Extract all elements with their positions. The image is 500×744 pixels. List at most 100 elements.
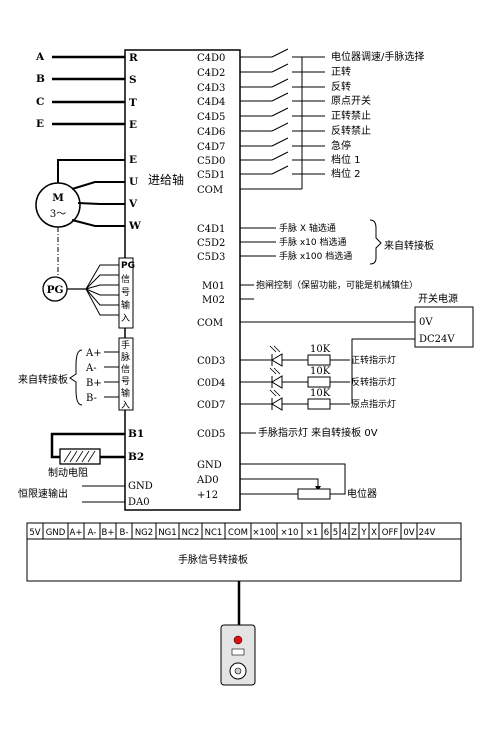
terminal-e1: E bbox=[129, 119, 137, 131]
bottom-terminal-label: NG1 bbox=[158, 528, 176, 538]
terminal-b1: B1 bbox=[128, 428, 144, 440]
desc-c5d2: 手脉 x10 档选通 bbox=[279, 236, 347, 248]
hw-pin-bminus: B- bbox=[86, 393, 97, 404]
desc-c4d2: 正转 bbox=[331, 65, 351, 78]
desc-c4d6: 反转禁止 bbox=[331, 124, 371, 137]
motor-label-m: M bbox=[52, 192, 64, 204]
pin-c0d7: C0D7 bbox=[197, 400, 225, 411]
bottom-terminal-label: A- bbox=[88, 528, 97, 538]
bottom-terminal-label: B+ bbox=[102, 528, 115, 538]
handwheel-input: 手 脉 信 号 输 入 A+ A- B+ B- 来自转接板 bbox=[18, 337, 134, 411]
power-inputs: A B C E bbox=[35, 51, 125, 130]
pin-gnd-right: GND bbox=[197, 460, 222, 471]
power-input-e: E bbox=[36, 118, 44, 130]
brake-resistor-group: B1 B2 制动电阻 bbox=[48, 428, 144, 479]
drive-title: 进给轴 bbox=[148, 172, 184, 187]
bottom-terminal-label: ×10 bbox=[281, 528, 299, 538]
potentiometer-symbol bbox=[297, 488, 331, 500]
constant-speed-output: 恒限速输出 GND DA0 bbox=[18, 481, 153, 508]
desc-c4d3: 反转 bbox=[331, 80, 351, 93]
bottom-terminal-label: Y bbox=[360, 528, 367, 538]
bottom-terminal-label: 24V bbox=[419, 528, 436, 538]
selector-switch-icon bbox=[231, 648, 245, 656]
desc-c4d0: 电位器调速/手脉选择 bbox=[331, 50, 424, 63]
pin-c0d3: C0D3 bbox=[197, 356, 225, 367]
terminal-da0: DA0 bbox=[128, 497, 150, 508]
terminal-e2: E bbox=[129, 154, 137, 166]
brake-control: M01 M02 抱闸控制（保留功能，可能是机械镇住） bbox=[202, 279, 418, 306]
bottom-terminal-label: NC2 bbox=[182, 528, 200, 538]
resistor-2 bbox=[307, 376, 331, 388]
pin-c5d3: C5D3 bbox=[197, 252, 225, 263]
bottom-terminal-label: OFF bbox=[382, 528, 399, 538]
pg-block-title: PG bbox=[121, 261, 135, 271]
pin-m02: M02 bbox=[202, 295, 225, 306]
hw-block-char-3: 信 bbox=[121, 363, 130, 375]
desc-c0d7: 原点指示灯 bbox=[351, 398, 396, 410]
pin-plus12: +12 bbox=[197, 490, 218, 501]
bottom-terminal-label: A+ bbox=[70, 528, 83, 538]
power-input-c: C bbox=[36, 96, 44, 108]
hw-block-char-6: 入 bbox=[121, 400, 130, 411]
psu-title: 开关电源 bbox=[418, 292, 458, 305]
bottom-terminal-label: NC1 bbox=[205, 528, 223, 538]
psu-box bbox=[414, 306, 474, 348]
bottom-terminal-label: 4 bbox=[342, 528, 347, 538]
pg-block-char-4: 入 bbox=[121, 313, 130, 324]
potentiometer-label: 电位器 bbox=[347, 487, 377, 500]
terminal-w: W bbox=[128, 220, 141, 232]
desc-c0d5: 手脉指示灯 来自转接板 0V bbox=[258, 426, 378, 439]
estop-button-icon bbox=[233, 635, 243, 645]
pg-block-char-3: 输 bbox=[121, 299, 130, 311]
pin-c4d2: C4D2 bbox=[197, 68, 225, 79]
terminal-gnd-left: GND bbox=[128, 481, 153, 492]
led-2-icon bbox=[271, 375, 283, 389]
desc-c4d7: 急停 bbox=[331, 139, 351, 152]
resistor-3 bbox=[307, 398, 331, 410]
hw-block-char-5: 输 bbox=[121, 387, 130, 399]
hw-pin-aminus: A- bbox=[85, 363, 97, 374]
bottom-terminal-label: GND bbox=[46, 528, 66, 538]
desc-c5d3: 手脉 x100 档选通 bbox=[279, 250, 352, 262]
pg-encoder: PG PG 信 号 输 入 bbox=[42, 257, 135, 329]
hw-pin-bplus: B+ bbox=[86, 378, 102, 389]
pg-connector-block bbox=[118, 257, 134, 329]
terminal-u: U bbox=[129, 176, 138, 188]
pin-c5d2: C5D2 bbox=[197, 238, 225, 249]
desc-c5d1: 档位 2 bbox=[331, 167, 361, 180]
from-adapter-right-label: 来自转接板 bbox=[384, 239, 434, 252]
axis-select: C4D1 C5D2 C5D3 手脉 X 轴选通 手脉 x10 档选通 手脉 x1… bbox=[197, 219, 434, 265]
motor: M 3～ bbox=[35, 159, 125, 277]
led-1-icon bbox=[271, 353, 283, 367]
hw-block-char-2: 脉 bbox=[121, 351, 130, 363]
pin-c4d7: C4D7 bbox=[197, 142, 225, 153]
from-adapter-left-label: 来自转接板 bbox=[18, 373, 68, 386]
resistor-2-value: 10K bbox=[310, 366, 331, 377]
terminal-s: S bbox=[129, 74, 137, 86]
bottom-terminal-label: ×1 bbox=[306, 528, 319, 538]
led-3-icon bbox=[271, 397, 283, 411]
pin-c4d4: C4D4 bbox=[197, 97, 225, 108]
pin-c4d3: C4D3 bbox=[197, 83, 225, 94]
psu-0v: 0V bbox=[419, 317, 433, 328]
bottom-terminal-label: COM bbox=[228, 528, 248, 538]
desc-m01: 抱闸控制（保留功能，可能是机械镇住） bbox=[256, 279, 418, 291]
pg-circle-label: PG bbox=[47, 284, 64, 296]
c0d5-group: C0D5 手脉指示灯 来自转接板 0V bbox=[197, 426, 378, 440]
pin-c4d5: C4D5 bbox=[197, 112, 225, 123]
handwheel-connector-block bbox=[118, 337, 134, 411]
pin-com-2: COM bbox=[197, 318, 223, 329]
bottom-terminal-label: ×100 bbox=[252, 528, 275, 538]
desc-c4d5: 正转禁止 bbox=[331, 109, 371, 122]
terminal-b2: B2 bbox=[128, 451, 144, 463]
desc-c5d0: 档位 1 bbox=[331, 153, 361, 166]
pin-c4d0: C4D0 bbox=[197, 53, 225, 64]
desc-c4d4: 原点开关 bbox=[331, 94, 371, 107]
pin-c0d5: C0D5 bbox=[197, 429, 225, 440]
potentiometer-group: GND AD0 +12 电位器 bbox=[196, 460, 377, 501]
bottom-terminal-label: Z bbox=[351, 528, 357, 538]
bottom-terminal-label: 5 bbox=[333, 528, 338, 538]
pg-block-char-1: 信 bbox=[121, 273, 130, 285]
